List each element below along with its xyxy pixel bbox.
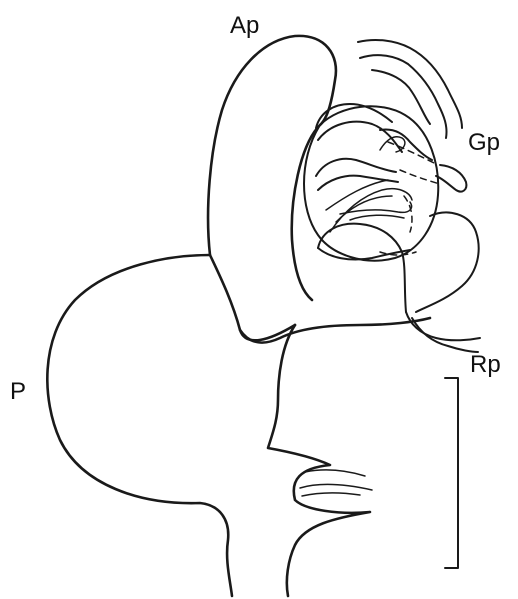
lower-profile xyxy=(268,325,370,596)
gp-tubule-7 xyxy=(318,176,398,190)
gp-tubule-3 xyxy=(318,122,402,152)
gp-tubule-6 xyxy=(316,159,396,176)
label-p: P xyxy=(10,378,26,405)
gp-dashed-3 xyxy=(404,196,412,232)
label-ap: Ap xyxy=(230,12,259,39)
label-gp: Gp xyxy=(468,129,500,156)
main-body-outline xyxy=(208,36,336,340)
gland-gp-outline xyxy=(304,106,438,260)
right-lobe xyxy=(416,213,479,312)
gp-tubule-1 xyxy=(358,40,462,128)
gp-tubule-5 xyxy=(436,165,466,192)
fold-line-3 xyxy=(302,493,360,496)
gp-inner-coil-2 xyxy=(336,196,392,222)
gp-inner-coil-5 xyxy=(350,215,404,220)
fold-line-1 xyxy=(305,470,365,476)
lower-loop xyxy=(318,224,406,312)
fold-line-2 xyxy=(300,484,372,490)
label-rp: Rp xyxy=(470,351,501,378)
gp-dashed-2 xyxy=(400,170,440,184)
scale-bar xyxy=(445,378,458,568)
pouch-p-outline xyxy=(47,255,232,596)
duct-rp-2 xyxy=(412,318,478,352)
